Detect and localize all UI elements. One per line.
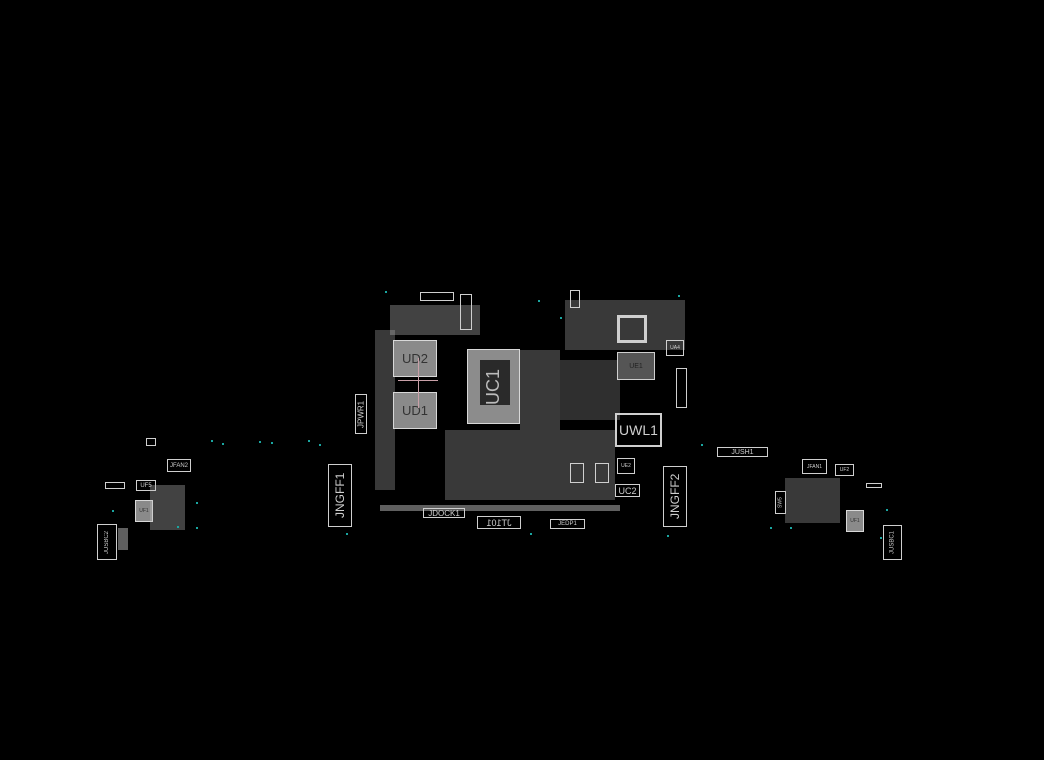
component-uf2[interactable]: UF2 [835, 464, 854, 476]
connector-top-3[interactable] [570, 290, 580, 308]
component-uwl1[interactable]: UWL1 [615, 413, 662, 447]
label-ud2: UD2 [401, 351, 428, 366]
component-jpwr1[interactable]: JPWR1 [355, 394, 367, 434]
component-misc[interactable] [570, 463, 584, 483]
component-uf1[interactable]: UF1 [135, 500, 153, 522]
label-sw5: SW5 [777, 497, 784, 508]
component-uc2[interactable]: UC2 [615, 484, 640, 497]
component-misc[interactable] [617, 315, 647, 343]
component-jusbc2[interactable]: JUSBC2 [97, 524, 117, 560]
component-uf1-right[interactable]: UF1 [846, 510, 864, 532]
component-sw5[interactable]: SW5 [775, 491, 786, 514]
component-misc[interactable] [105, 482, 125, 489]
component-jngff1[interactable]: JNGFF1 [328, 464, 352, 527]
label-ue2: UE2 [621, 463, 631, 469]
label-uf5: UF5 [140, 482, 152, 489]
label-uf1-right: UF1 [850, 518, 860, 524]
label-uc2: UC2 [618, 485, 637, 496]
component-jt101[interactable]: JT101 [477, 516, 521, 529]
label-ue1: UE1 [629, 362, 643, 370]
crosshair [418, 358, 419, 408]
component-jush1[interactable]: JUSH1 [717, 447, 768, 457]
label-jpwr1: JPWR1 [356, 400, 366, 428]
label-jngff2: JNGFF2 [668, 473, 682, 520]
label-uf2: UF2 [839, 467, 850, 473]
label-uwl1: UWL1 [619, 422, 658, 438]
component-ud2[interactable]: UD2 [393, 340, 437, 377]
component-ue1[interactable]: UE1 [617, 352, 655, 380]
crosshair [398, 380, 438, 381]
component-misc[interactable] [595, 463, 609, 483]
label-jfan2: JFAN2 [169, 462, 188, 469]
component-jdock1[interactable]: JDOCK1 [423, 508, 465, 518]
label-jt101: JT101 [486, 517, 512, 528]
component-uc1[interactable]: UC1 [467, 349, 520, 424]
label-uc1: UC1 [483, 368, 503, 405]
label-ua4: UA4 [670, 345, 680, 351]
component-uf5[interactable]: UF5 [136, 480, 156, 491]
connector-top-2[interactable] [460, 294, 472, 330]
label-jdock1: JDOCK1 [428, 508, 460, 518]
label-jusbc1: JUSBC1 [889, 531, 896, 555]
label-jngff1: JNGFF1 [333, 472, 347, 519]
label-jush1: JUSH1 [731, 448, 754, 456]
component-misc[interactable] [866, 483, 882, 488]
component-jfan1[interactable]: JFAN1 [802, 459, 827, 474]
component-ua4[interactable]: UA4 [666, 340, 684, 356]
component-misc[interactable] [146, 438, 156, 446]
label-ud1: UD1 [401, 403, 428, 418]
component-jfan2[interactable]: JFAN2 [167, 459, 191, 472]
component-jusbc1[interactable]: JUSBC1 [883, 525, 902, 560]
label-jfan1: JFAN1 [806, 463, 822, 470]
component-misc[interactable] [676, 368, 687, 408]
component-jedp1[interactable]: JEDP1 [550, 519, 585, 529]
label-jedp1: JEDP1 [558, 521, 577, 527]
label-uf1: UF1 [139, 508, 149, 514]
label-jusbc2: JUSBC2 [104, 530, 110, 554]
component-jngff2[interactable]: JNGFF2 [663, 466, 687, 527]
component-ud1[interactable]: UD1 [393, 392, 437, 429]
component-ue2[interactable]: UE2 [617, 458, 635, 474]
connector-top[interactable] [420, 292, 454, 301]
